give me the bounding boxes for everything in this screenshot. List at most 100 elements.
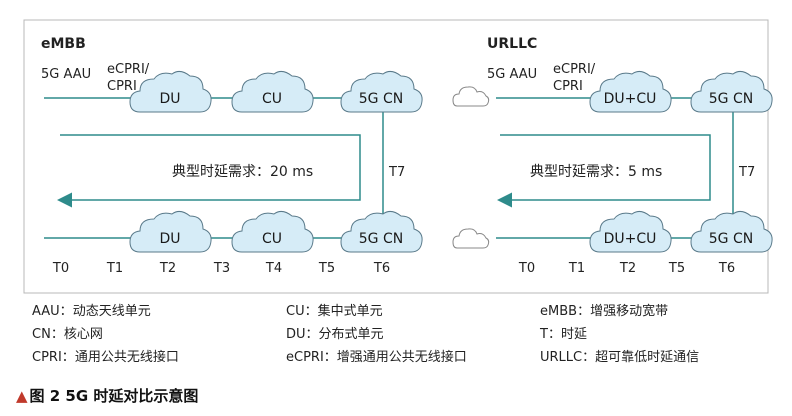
embb-top-node-1-label: DU bbox=[159, 91, 180, 107]
legend-item-aau: AAU：动态天线单元 bbox=[32, 300, 151, 319]
embb-title: eMBB bbox=[41, 36, 86, 52]
urllc-time-points: T0 T1 T2 T5 T6 bbox=[518, 261, 735, 276]
legend-value: 动态天线单元 bbox=[72, 304, 151, 319]
embb-time-t0: T0 bbox=[52, 261, 69, 276]
urllc-bottom-node-2-label: 5G CN bbox=[709, 231, 753, 247]
legend-separator: ： bbox=[61, 350, 75, 365]
urllc-top-antenna-cloud bbox=[452, 86, 490, 107]
urllc-bottom-node-1-shape bbox=[589, 210, 672, 253]
embb-bottom-node-2: CU bbox=[231, 210, 314, 253]
legend-value: 分布式单元 bbox=[318, 327, 384, 342]
legend-separator: ： bbox=[323, 350, 337, 365]
urllc-top-node-1-label: DU+CU bbox=[604, 91, 657, 107]
legend-separator: ： bbox=[59, 304, 73, 319]
embb-top-node-2: CU bbox=[231, 70, 314, 113]
urllc-top-node-2-label: 5G CN bbox=[709, 91, 753, 107]
legend-value: 核心网 bbox=[63, 327, 103, 342]
legend-item-cpri: CPRI：通用公共无线接口 bbox=[32, 346, 179, 365]
legend-key: CPRI bbox=[32, 350, 62, 365]
embb-top-node-1-shape bbox=[129, 70, 212, 113]
embb-time-t5: T5 bbox=[318, 261, 335, 276]
embb-panel-frame bbox=[23, 19, 769, 294]
embb-time-t6: T6 bbox=[373, 261, 390, 276]
legend-key: CU bbox=[286, 304, 305, 319]
embb-cpri-label-1: eCPRI/ bbox=[107, 62, 150, 77]
embb-bottom-node-1: DU bbox=[129, 210, 212, 253]
embb-latency-label: 典型时延需求：20 ms bbox=[172, 164, 313, 180]
legend-separator: ： bbox=[305, 327, 319, 342]
legend-key: eMBB bbox=[540, 304, 578, 319]
legend-separator: ： bbox=[582, 350, 596, 365]
figure-caption: ▲图 2 5G 时延对比示意图 bbox=[16, 385, 198, 406]
embb-bottom-node-1-label: DU bbox=[159, 231, 180, 247]
urllc-title: URLLC bbox=[487, 36, 537, 52]
legend-value: 通用公共无线接口 bbox=[74, 350, 179, 365]
urllc-cpri-label-2: CPRI bbox=[553, 79, 583, 94]
embb-time-points: T0 T1 T2 T3 T4 T5 T6 bbox=[52, 261, 390, 276]
legend-key: URLLC bbox=[540, 350, 583, 365]
urllc-top-node-1-shape bbox=[589, 70, 672, 113]
legend-item-ecpri: eCPRI：增强通用公共无线接口 bbox=[286, 346, 467, 365]
urllc-latency-arrow bbox=[497, 134, 711, 208]
caption-marker: ▲ bbox=[16, 387, 28, 405]
embb-top-node-3: 5G CN bbox=[340, 70, 423, 113]
legend-separator: ： bbox=[50, 327, 64, 342]
urllc-time-t2: T2 bbox=[619, 261, 636, 276]
embb-bottom-node-3-shape bbox=[340, 210, 423, 253]
embb-time-t2: T2 bbox=[159, 261, 176, 276]
legend-item-du: DU：分布式单元 bbox=[286, 323, 384, 342]
embb-bottom-node-2-shape bbox=[231, 210, 314, 253]
urllc-time-t0: T0 bbox=[518, 261, 535, 276]
legend-item-cn: CN：核心网 bbox=[32, 323, 103, 342]
urllc-top-node-2: 5G CN bbox=[690, 70, 773, 113]
urllc-bottom-node-1-label: DU+CU bbox=[604, 231, 657, 247]
urllc-time-t5: T5 bbox=[668, 261, 685, 276]
embb-top-node-3-shape bbox=[340, 70, 423, 113]
urllc-t7-label: T7 bbox=[738, 165, 755, 180]
embb-latency-arrow bbox=[57, 134, 361, 208]
urllc-bottom-node-2-shape bbox=[690, 210, 773, 253]
legend-key: DU bbox=[286, 327, 306, 342]
legend-value: 增强通用公共无线接口 bbox=[336, 350, 467, 365]
legend-separator: ： bbox=[304, 304, 318, 319]
urllc-top-node-1: DU+CU bbox=[589, 70, 672, 113]
urllc-cpri-label-1: eCPRI/ bbox=[553, 62, 596, 77]
legend-key: AAU bbox=[32, 304, 60, 319]
urllc-bottom-nodes: DU+CU 5G CN bbox=[589, 210, 773, 253]
embb-aau-label: 5G AAU bbox=[41, 67, 91, 82]
legend-key: eCPRI bbox=[286, 350, 324, 365]
embb-bottom-node-3: 5G CN bbox=[340, 210, 423, 253]
embb-bottom-node-1-shape bbox=[129, 210, 212, 253]
legend-value: 时延 bbox=[560, 327, 587, 342]
latency-diagram: eMBB 5G AAU eCPRI/ CPRI URLLC 5G AAU eCP… bbox=[23, 19, 773, 294]
urllc-aau-label: 5G AAU bbox=[487, 67, 537, 82]
urllc-top-node-2-shape bbox=[690, 70, 773, 113]
embb-top-node-2-shape bbox=[231, 70, 314, 113]
urllc-bottom-node-1: DU+CU bbox=[589, 210, 672, 253]
embb-time-t1: T1 bbox=[106, 261, 123, 276]
legend-value: 超可靠低时延通信 bbox=[595, 350, 700, 365]
embb-top-nodes: DU CU 5G CN bbox=[129, 70, 423, 113]
legend-item-urllc: URLLC：超可靠低时延通信 bbox=[540, 346, 699, 365]
embb-time-t4: T4 bbox=[265, 261, 282, 276]
embb-bottom-node-2-label: CU bbox=[262, 231, 282, 247]
legend-key: T bbox=[540, 327, 548, 342]
legend-key: CN bbox=[32, 327, 51, 342]
urllc-bottom-antenna-cloud bbox=[452, 228, 490, 249]
embb-time-t3: T3 bbox=[213, 261, 230, 276]
embb-cpri-label-2: CPRI bbox=[107, 79, 137, 94]
legend-value: 增强移动宽带 bbox=[590, 304, 669, 319]
embb-top-node-1: DU bbox=[129, 70, 212, 113]
legend-item-t: T：时延 bbox=[540, 323, 587, 342]
legend-separator: ： bbox=[547, 327, 561, 342]
embb-t7-label: T7 bbox=[388, 165, 405, 180]
urllc-time-t6: T6 bbox=[718, 261, 735, 276]
urllc-time-t1: T1 bbox=[568, 261, 585, 276]
embb-bottom-nodes: DU CU 5G CN bbox=[129, 210, 423, 253]
embb-bottom-node-3-label: 5G CN bbox=[359, 231, 403, 247]
urllc-latency-label: 典型时延需求：5 ms bbox=[530, 164, 662, 180]
legend-item-cu: CU：集中式单元 bbox=[286, 300, 383, 319]
legend-value: 集中式单元 bbox=[317, 304, 383, 319]
